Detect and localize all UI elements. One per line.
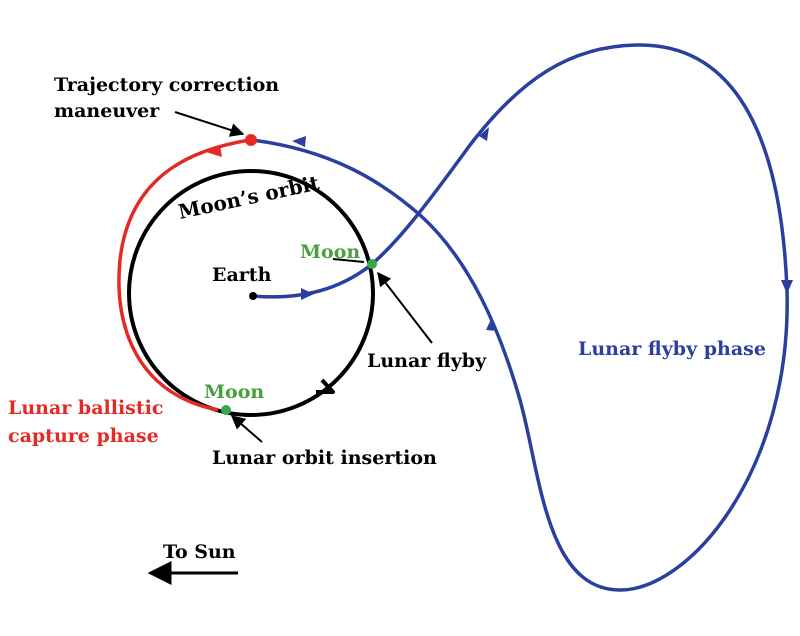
ballistic-capture-arc [117,138,251,412]
trajectory-arrow-4 [486,317,497,331]
ballistic-label-line2: capture phase [8,425,159,447]
loi-label: Lunar orbit insertion [212,447,437,469]
tcm-point [245,134,257,146]
flyby-moon-label: Moon [300,241,360,263]
trajectory-arrow-5 [292,136,306,147]
insertion-moon-label: Moon [204,381,264,403]
orbit-direction-arrow [316,378,335,394]
earth-label: Earth [212,264,272,286]
moon-orbit-circle [127,169,375,417]
tcm-pointer [174,111,245,137]
trajectory-arrow-3 [781,280,793,294]
lunar-flyby-trajectory [251,43,789,592]
moon-label-pointer [332,258,365,263]
lunar-flyby-label: Lunar flyby [367,350,487,372]
capture-arrow [206,145,222,157]
trajectory-arrow-1 [301,288,314,300]
moon-orbit-label: Moon’s orbit [176,170,322,223]
earth-dot [249,292,257,300]
flyby-moon-dot [367,259,377,269]
tcm-label-line1: Trajectory correction [54,74,279,96]
flyby-pointer [377,271,433,344]
lunar-flyby-phase-label: Lunar flyby phase [578,338,766,360]
ballistic-label-line1: Lunar ballistic [8,397,163,419]
loi-pointer [230,415,263,443]
tcm-label-line2: maneuver [54,100,160,122]
trajectory-arrow-2 [479,127,489,141]
to-sun-label: To Sun [163,541,236,563]
insertion-moon-dot [221,405,231,415]
